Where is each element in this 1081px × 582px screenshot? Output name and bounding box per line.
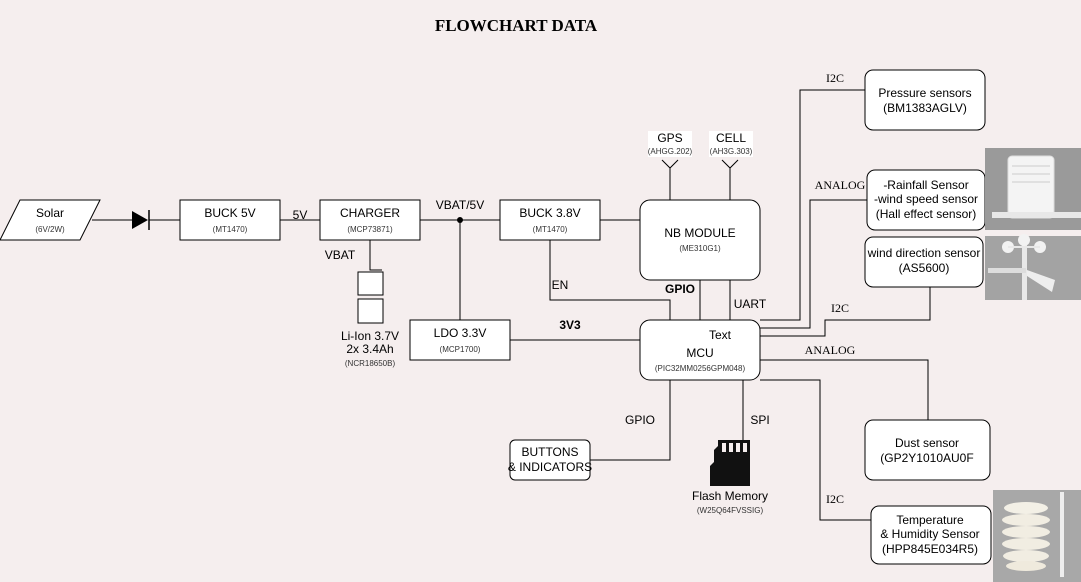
diode-icon [132, 210, 150, 230]
temp-sensor-block[interactable]: Temperature & Humidity Sensor (HPP845E03… [870, 505, 992, 565]
cell-sub: (AH3G.303) [710, 147, 753, 156]
label-analog-rain: ANALOG [815, 178, 866, 192]
temp-shield-photo [993, 490, 1081, 582]
pressure-sensor-block[interactable]: Pressure sensors (BM1383AGLV) [864, 69, 986, 131]
mcu-sub: (PIC32MM0256GPM048) [655, 364, 746, 373]
gps-sub: (AHGG.202) [648, 147, 693, 156]
label-i2c-pressure: I2C [826, 71, 844, 85]
rain-line2: -wind speed sensor [874, 192, 978, 206]
mcu-block[interactable]: Text MCU (PIC32MM0256GPM048) [639, 319, 761, 381]
wind-direction-block[interactable]: wind direction sensor (AS5600) [864, 236, 984, 288]
buttons-block[interactable]: BUTTONS & INDICATORS [508, 439, 592, 481]
dust-sensor-block[interactable]: Dust sensor (GP2Y1010AU0F [864, 419, 991, 481]
label-analog-dust: ANALOG [805, 343, 856, 357]
pressure-line2: (BM1383AGLV) [883, 101, 967, 115]
charger-title: CHARGER [340, 206, 400, 220]
battery-sub: (NCR18650B) [345, 359, 396, 368]
diagram-title: FLOWCHART DATA [435, 16, 598, 35]
nb-module-block[interactable]: NB MODULE (ME310G1) [639, 199, 761, 281]
anemometer-photo [985, 234, 1081, 300]
buck38-title: BUCK 3.8V [519, 206, 580, 220]
flash-title: Flash Memory [692, 489, 768, 503]
rain-sensor-block[interactable]: -Rainfall Sensor -wind speed sensor (Hal… [866, 169, 986, 231]
battery-line1: Li-Ion 3.7V [341, 329, 399, 343]
label-vbat: VBAT [325, 248, 356, 262]
ldo-block[interactable]: LDO 3.3V (MCP1700) [409, 319, 511, 361]
mcu-to-buttons-line [590, 380, 671, 461]
gps-title: GPS [657, 131, 682, 145]
temp-line1: Temperature [896, 513, 964, 527]
rain-line1: -Rainfall Sensor [883, 178, 968, 192]
charger-sub: (MCP73871) [347, 225, 393, 234]
label-gpio-top: GPIO [665, 282, 695, 296]
label-en: EN [552, 278, 569, 292]
temp-line2: & Humidity Sensor [880, 527, 979, 541]
rain-sensor-line [760, 199, 867, 329]
nb-title: NB MODULE [664, 226, 735, 240]
label-3v3: 3V3 [559, 318, 581, 332]
pressure-sensor-line [760, 89, 865, 321]
mcu-text: Text [709, 328, 732, 342]
sd-card-icon [710, 440, 750, 486]
winddir-line2: (AS5600) [899, 261, 950, 275]
solar-block[interactable]: Solar (6V/2W) [0, 199, 101, 241]
rain-line3: (Hall effect sensor) [876, 207, 976, 221]
label-5v: 5V [293, 208, 308, 222]
buck5-block[interactable]: BUCK 5V (MT1470) [179, 199, 281, 241]
dust-line1: Dust sensor [895, 436, 959, 450]
winddir-line1: wind direction sensor [867, 246, 981, 260]
battery-icon [357, 271, 384, 324]
charger-to-battery-line [369, 240, 382, 271]
cell-label-bg [709, 131, 753, 157]
cell-antenna-fork [721, 159, 739, 169]
buck38-sub: (MT1470) [533, 225, 568, 234]
charger-block[interactable]: CHARGER (MCP73871) [319, 199, 421, 241]
label-spi: SPI [750, 413, 769, 427]
gps-label-bg [648, 131, 692, 157]
junction-dot [457, 217, 463, 223]
solar-sub: (6V/2W) [35, 225, 65, 234]
temp-sensor-line [760, 379, 871, 521]
dust-sensor-line [760, 359, 929, 420]
buck5-sub: (MT1470) [213, 225, 248, 234]
battery-line2: 2x 3.4Ah [346, 342, 393, 356]
solar-title: Solar [36, 206, 64, 220]
wind-direction-line [760, 287, 931, 337]
buck38-block[interactable]: BUCK 3.8V (MT1470) [499, 199, 601, 241]
mcu-title: MCU [686, 346, 713, 360]
label-gpio-bottom: GPIO [625, 413, 655, 427]
ldo-title: LDO 3.3V [434, 326, 487, 340]
pressure-line1: Pressure sensors [878, 86, 971, 100]
enable-line [549, 240, 671, 320]
buttons-line1: BUTTONS [521, 445, 578, 459]
cell-title: CELL [716, 131, 746, 145]
nb-sub: (ME310G1) [679, 244, 721, 253]
buck5-title: BUCK 5V [204, 206, 255, 220]
label-uart: UART [734, 297, 767, 311]
gps-antenna-fork [661, 159, 679, 169]
label-i2c-temp: I2C [826, 492, 844, 506]
label-i2c-winddir: I2C [831, 301, 849, 315]
ldo-sub: (MCP1700) [440, 345, 481, 354]
temp-line3: (HPP845E034R5) [882, 542, 978, 556]
label-vbat-5v: VBAT/5V [436, 198, 484, 212]
flash-sub: (W25Q64FVSSIG) [697, 506, 764, 515]
dust-line2: (GP2Y1010AU0F [880, 451, 973, 465]
connectors [92, 89, 931, 521]
rain-gauge-photo [985, 148, 1081, 230]
buttons-line2: & INDICATORS [508, 460, 592, 474]
